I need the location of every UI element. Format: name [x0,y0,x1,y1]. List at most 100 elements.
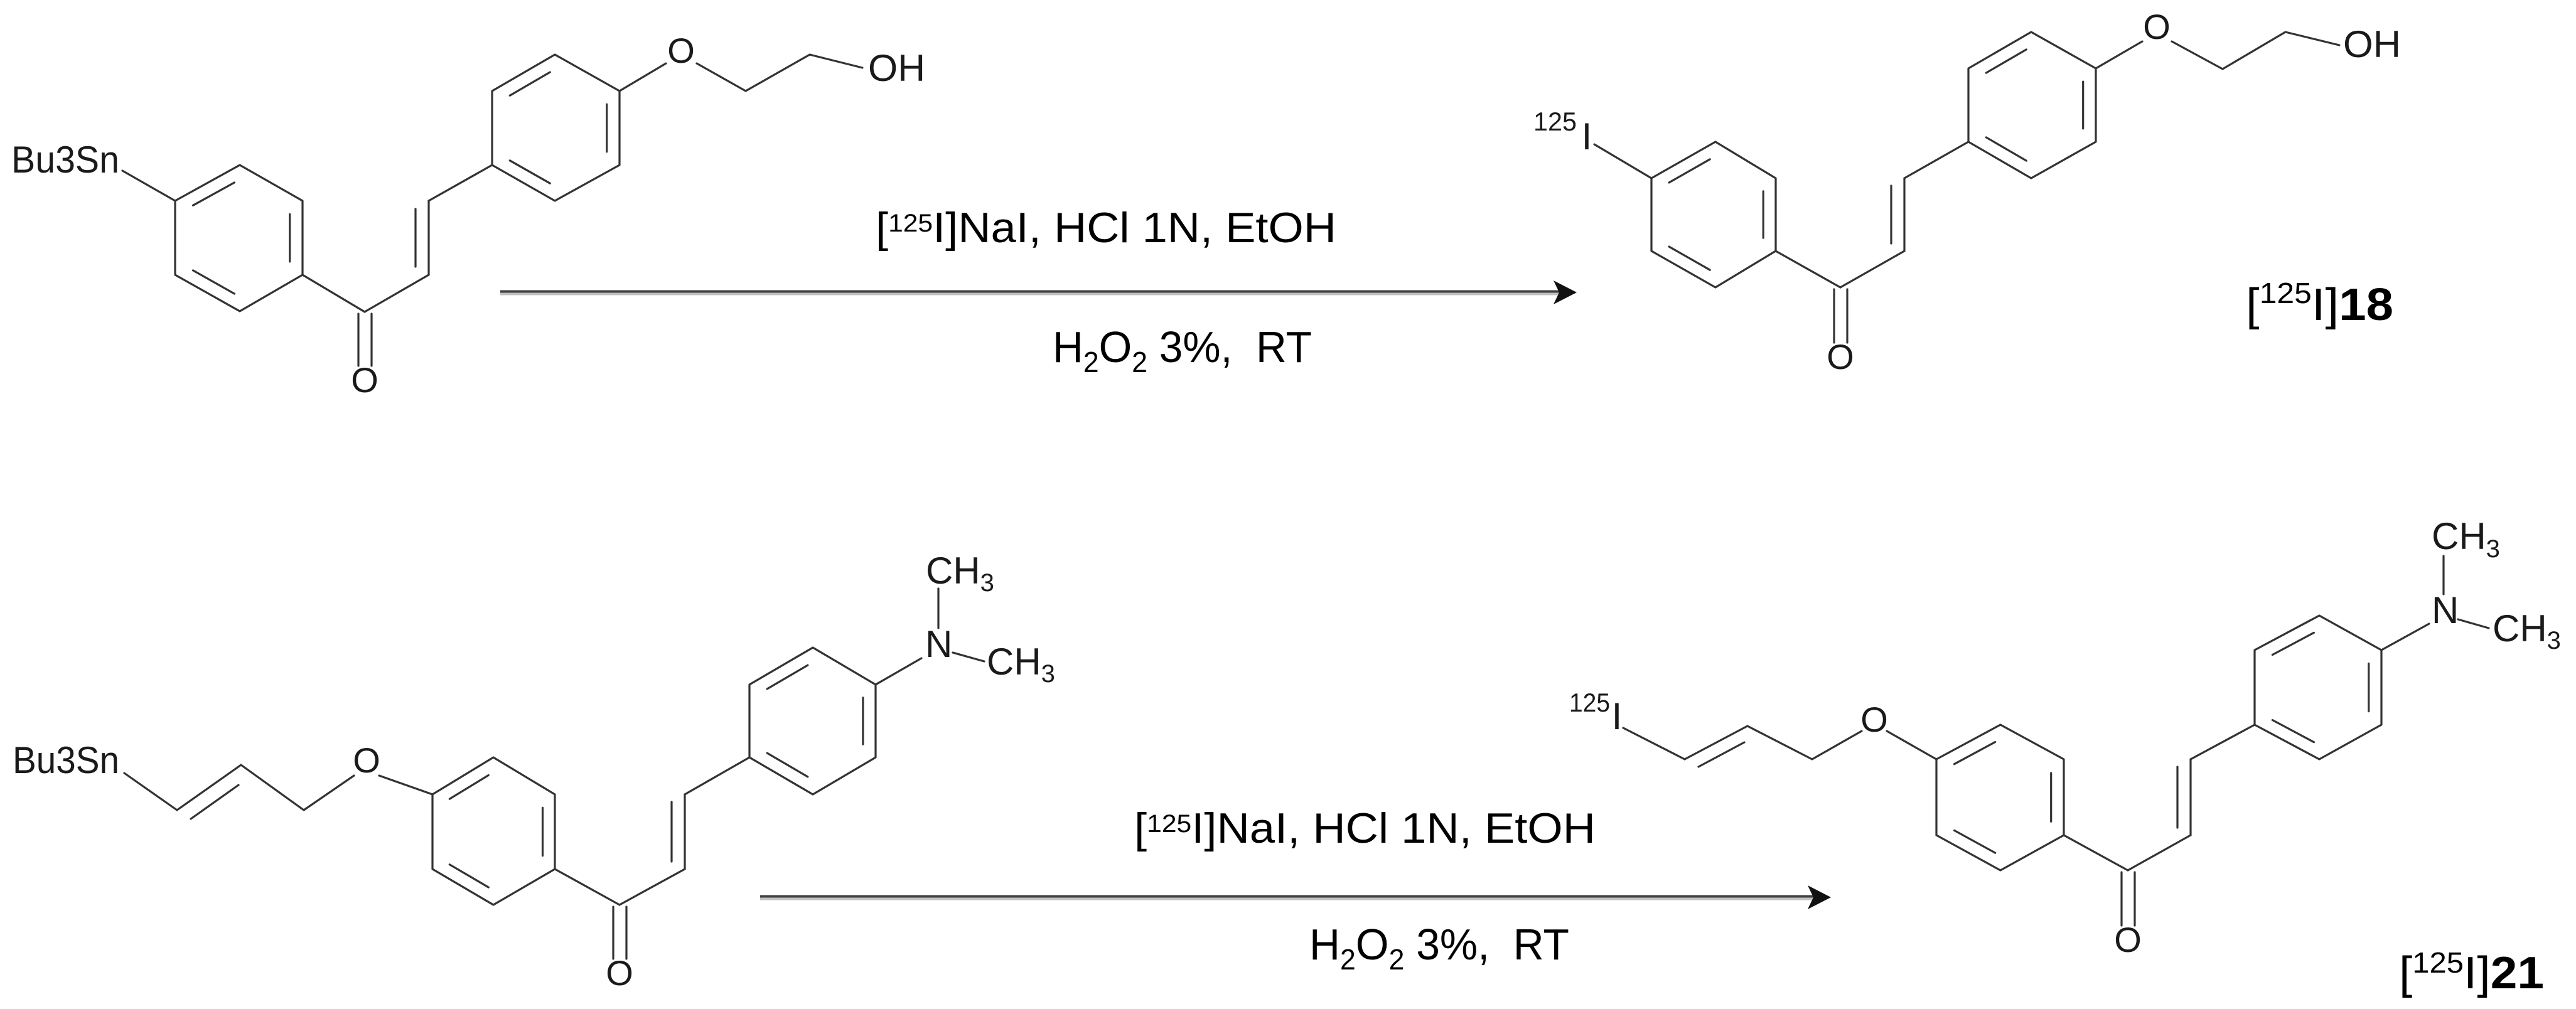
arrowhead-icon [1554,280,1577,304]
methyl-right-text: CH [987,641,1041,683]
hydroxyethoxy-chain [618,53,864,92]
conditions-h: H [1309,920,1340,969]
ether-oxygen-text: O [1860,700,1888,739]
ether-oxygen-label: O [353,740,380,780]
ring-b [748,646,877,796]
carbonyl-double-bond [1833,288,1849,344]
reaction-1-conditions: H2O2 3%, RT [1053,323,1312,378]
ring-b [2253,614,2383,761]
ether-aryl-bond [378,774,434,796]
product-2-compound-label: [125I]21 [2399,946,2544,998]
carbonyl-double-bond [2120,871,2136,927]
conditions-o: O [1356,920,1389,969]
carbonyl-double-bond [357,312,373,367]
carbonyl-oxygen-label: O [1827,337,1854,376]
product-1-compound-label: [125I]18 [2246,277,2393,330]
conditions-subscript-1: 2 [1340,943,1356,976]
stannyl-label: Bu3Sn [13,739,119,781]
allyl-chain [240,764,355,811]
reaction-2-arrow [760,885,1831,909]
methyl-top-text: CH [2432,515,2486,557]
ring-b-inner-double-bonds [1985,48,2085,162]
methyl-right-subscript: 3 [1041,660,1055,688]
carbonyl-oxygen-text: O [606,953,633,993]
reactant-1-stannyl-chalcone: Bu3Sn O O OH [11,31,925,400]
aryl-carbonyl-bond [1774,250,1842,289]
compound-number: 18 [2339,280,2393,330]
reactant-2-stannyl-allyl-chalcone: Bu3Sn O O N CH3 CH3 [13,550,1055,993]
reagent-isotope-superscript: 125 [1147,810,1191,838]
amine-nitrogen-label: N [925,623,952,665]
carbonyl-oxygen-text: O [1827,337,1854,376]
allyl-chain [1746,725,1863,761]
compound-number: 21 [2491,948,2544,998]
ether-oxygen-label: O [2143,7,2171,46]
product-2-bonds [1622,555,2490,927]
aryl-carbonyl-bond [554,868,621,906]
reagent-isotope-superscript: 125 [888,210,933,237]
ring-b [491,53,621,202]
hydroxyl-text: OH [868,47,925,89]
ether-oxygen-label: O [667,31,695,70]
conditions-text: 3%, RT [1404,920,1569,969]
ether-oxygen-text: O [353,740,380,780]
carbonyl-oxygen-label: O [606,953,633,993]
iodine-isotope-text: 125 [1569,688,1610,717]
reagent-text: I]NaI, HCl 1N, EtOH [933,204,1336,252]
methyl-top-subscript: 3 [980,569,994,597]
amine-nitrogen-label: N [2432,589,2459,631]
reactant-1-bonds [121,53,864,367]
reagent-text: I]NaI, HCl 1N, EtOH [1191,804,1596,852]
carbonyl-double-bond [612,905,628,960]
iodine-label: I [1582,115,1592,157]
sn-vinyl-bond [123,772,178,811]
ring-b-inner-double-bonds [508,71,608,184]
carbonyl-alkene-bond [2127,834,2192,872]
iodine-isotope-label: 125 [1533,107,1577,136]
reactant-2-bonds [123,587,985,960]
hydroxyl-label: OH [868,47,925,89]
methyl-top-text: CH [926,550,980,592]
methyl-top-label: CH3 [926,550,994,597]
ether-aryl-bond [1886,730,1938,761]
hydroxyethoxy-chain [2095,31,2341,70]
carbonyl-alkene-bond [363,274,430,313]
iodine-label: I [1612,695,1623,737]
stannyl-text: Bu3Sn [11,139,119,181]
ring-a [174,164,304,312]
hydroxyl-label: OH [2343,23,2401,65]
ring-b [1967,31,2097,179]
ring-a [1650,141,1777,289]
carbonyl-oxygen-label: O [351,360,378,400]
ring-a [431,756,556,906]
product-1-bonds [1593,31,2341,344]
methyl-right-subscript: 3 [2547,627,2561,654]
ether-oxygen-text: O [2143,7,2171,46]
alkene-double-bond [1890,177,1906,252]
ring-a [1935,723,2065,872]
iodine-text: I [1612,695,1623,737]
hydroxyl-text: OH [2343,23,2401,65]
reaction-2-conditions: H2O2 3%, RT [1309,920,1569,976]
amine-nitrogen-text: N [925,623,952,665]
amine-nitrogen-text: N [2432,589,2459,631]
alkene-double-bond [670,793,686,870]
arrowhead-icon [1808,885,1831,909]
carbonyl-oxygen-label: O [2114,920,2142,959]
alkene-double-bond [414,200,430,276]
methyl-right-label: CH3 [987,641,1055,688]
iodine-aryl-bond [1593,143,1653,179]
aryl-carbonyl-bond [2063,834,2129,872]
stannyl-label: Bu3Sn [11,139,119,181]
iodine-isotope-text: 125 [1533,107,1577,136]
conditions-subscript-2: 2 [1389,943,1405,976]
label-isotope-superscript: 125 [2412,946,2464,979]
conditions-subscript-1: 2 [1083,346,1099,378]
label-isotope-superscript: 125 [2260,277,2312,309]
label-close: I] [2464,948,2491,998]
alkene-aryl-bond [684,756,751,796]
product-1-iodo-chalcone: 125 I O O OH [1533,7,2401,376]
conditions-o: O [1099,323,1132,371]
stannyl-text: Bu3Sn [13,739,119,781]
